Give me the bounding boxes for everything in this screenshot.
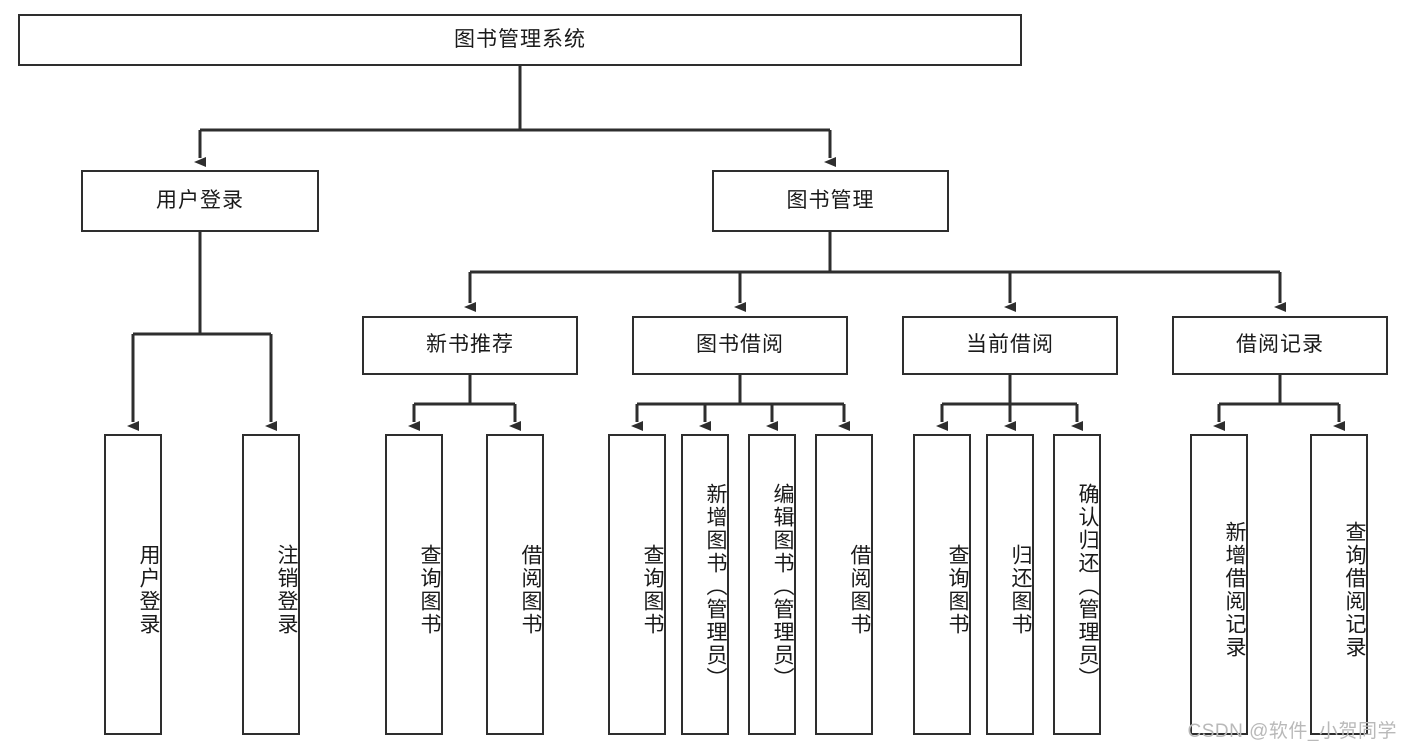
leaf-node-confirm-return-admin[interactable]: 确认归还（管理员） — [1053, 434, 1101, 735]
node-level2-current-borrow[interactable]: 当前借阅 — [902, 316, 1118, 375]
leaf-node-query-books-rec[interactable]: 查询图书 — [385, 434, 443, 735]
leaf-node-user-login[interactable]: 用户登录 — [104, 434, 162, 735]
leaf-node-add-book-admin[interactable]: 新增图书（管理员） — [681, 434, 729, 735]
leaf-node-return-books[interactable]: 归还图书 — [986, 434, 1034, 735]
leaf-node-query-borrow-record[interactable]: 查询借阅记录 — [1310, 434, 1368, 735]
node-level1-user-login[interactable]: 用户登录 — [81, 170, 319, 232]
node-level2-book-borrow[interactable]: 图书借阅 — [632, 316, 848, 375]
node-level2-borrow-records[interactable]: 借阅记录 — [1172, 316, 1388, 375]
leaf-node-borrow-books[interactable]: 借阅图书 — [815, 434, 873, 735]
leaf-node-borrow-books-rec[interactable]: 借阅图书 — [486, 434, 544, 735]
leaf-node-query-books-borrow[interactable]: 查询图书 — [608, 434, 666, 735]
leaf-node-edit-book-admin[interactable]: 编辑图书（管理员） — [748, 434, 796, 735]
node-level1-book-management[interactable]: 图书管理 — [712, 170, 949, 232]
watermark-text: CSDN @软件_小贺同学 — [1187, 721, 1397, 742]
leaf-node-logout[interactable]: 注销登录 — [242, 434, 300, 735]
leaf-node-add-borrow-record[interactable]: 新增借阅记录 — [1190, 434, 1248, 735]
node-level2-new-book-recommend[interactable]: 新书推荐 — [362, 316, 578, 375]
node-root[interactable]: 图书管理系统 — [18, 14, 1022, 66]
leaf-node-query-books-current[interactable]: 查询图书 — [913, 434, 971, 735]
